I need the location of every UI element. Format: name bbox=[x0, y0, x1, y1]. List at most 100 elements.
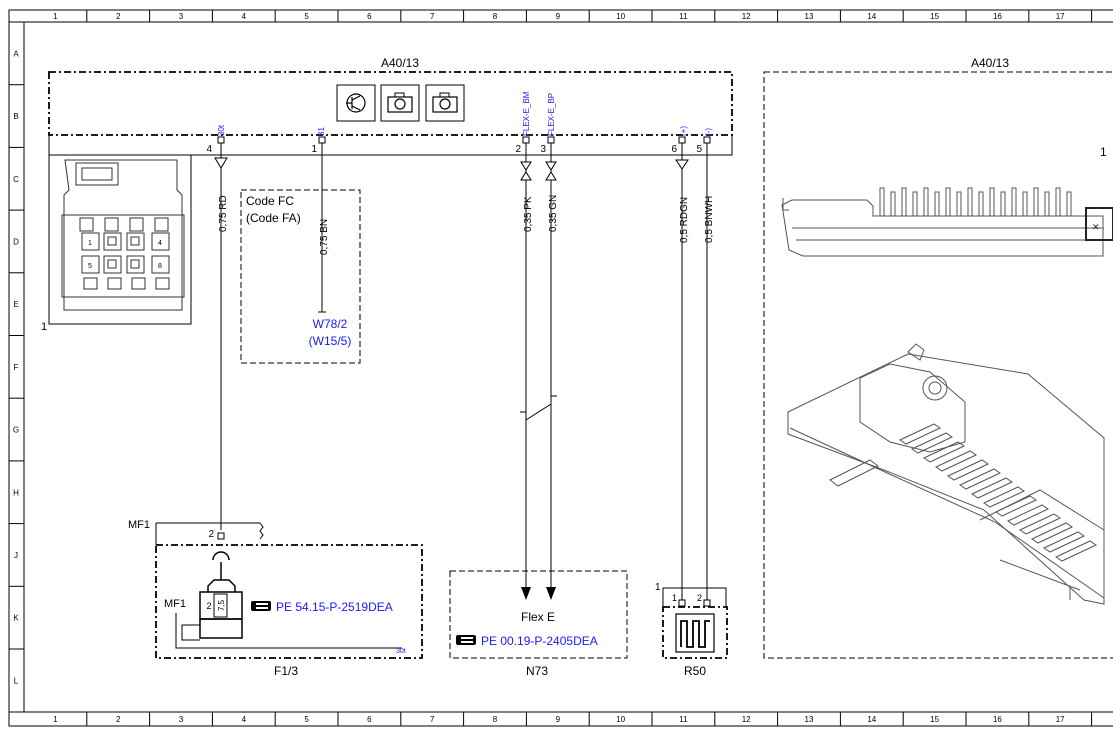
svg-text:✕: ✕ bbox=[1092, 223, 1100, 233]
mf-side-label: MF1 bbox=[164, 598, 186, 610]
grid-row-label: J bbox=[14, 551, 18, 560]
code-line-2: (Code FA) bbox=[246, 211, 301, 225]
wire-label: 0,5 BNWH bbox=[704, 196, 715, 243]
grid-column-label: 2 bbox=[116, 12, 121, 21]
twisted-pair-marker bbox=[520, 395, 557, 421]
pin-label-flex-bp: FLEX-E_BP bbox=[547, 93, 556, 136]
flex-sensor-reference-link[interactable]: PE 00.19-P-2405DEA bbox=[481, 634, 598, 648]
pin-number: 5 bbox=[696, 144, 702, 155]
grid-column-label: 7 bbox=[430, 12, 435, 21]
pin-label-31: 31 bbox=[317, 127, 326, 136]
grid-column-label: 4 bbox=[242, 12, 247, 21]
pin-number: 6 bbox=[671, 144, 677, 155]
wire-direction-arrow bbox=[214, 157, 228, 169]
wire-direction-arrow bbox=[520, 161, 532, 171]
connector-cell-label: 1 bbox=[88, 240, 92, 247]
grid-column-label: 13 bbox=[805, 715, 814, 724]
grid-column-label: 9 bbox=[556, 715, 561, 724]
flex-sensor-title: Flex E bbox=[521, 610, 555, 624]
code-line-1: Code FC bbox=[246, 194, 294, 208]
transistor-icon bbox=[336, 84, 376, 122]
heater-pin-1: 1 bbox=[672, 593, 677, 603]
wire-helper bbox=[526, 143, 552, 420]
grid-row-label: B bbox=[13, 112, 18, 121]
grid-row-label: F bbox=[14, 363, 19, 372]
grid-column-label: 13 bbox=[805, 12, 814, 21]
hand-pointer-icon bbox=[251, 601, 271, 611]
fuse-pin: 2 bbox=[208, 529, 214, 540]
fuse-terminal-line bbox=[175, 613, 402, 649]
grid-column-label: 15 bbox=[930, 715, 939, 724]
pin-label-flex-bm: FLEX-E_BM bbox=[522, 91, 531, 136]
wire-end-arrow bbox=[546, 587, 556, 600]
grid-column-label: 9 bbox=[556, 12, 561, 21]
connector-cell-label: 8 bbox=[158, 263, 162, 270]
wire-label: 0,35 PK bbox=[523, 196, 534, 232]
grid-column-label: 4 bbox=[242, 715, 247, 724]
camera-icon bbox=[425, 84, 465, 122]
pin-label-30t: 30t bbox=[217, 124, 226, 136]
connector-cell-label: 4 bbox=[158, 240, 162, 247]
heating-element-icon bbox=[675, 613, 715, 653]
grid-row-label: K bbox=[13, 614, 19, 623]
flex-sensor-name: N73 bbox=[526, 664, 548, 678]
camera-icon bbox=[380, 84, 420, 122]
grid-column-label: 11 bbox=[679, 12, 688, 21]
grid-column-label: 17 bbox=[1056, 715, 1065, 724]
grid-row-label: H bbox=[13, 488, 19, 497]
wire-label: 0,5 RDGN bbox=[679, 197, 690, 243]
fuse-symbol bbox=[181, 551, 243, 641]
grid-column-label: 1 bbox=[53, 12, 58, 21]
grid-column-label: 8 bbox=[493, 715, 498, 724]
pin-label-minus: (-) bbox=[704, 128, 713, 136]
pin-number: 3 bbox=[540, 144, 546, 155]
wire-label: 0,75 BN bbox=[319, 219, 330, 255]
heater-pin-contact bbox=[703, 599, 711, 607]
fuse-rating: 7,5 bbox=[217, 599, 226, 611]
heater-box bbox=[662, 606, 728, 659]
grid-column-label: 11 bbox=[679, 715, 688, 724]
grid-column-label: 17 bbox=[1056, 12, 1065, 21]
wire-direction-arrow bbox=[675, 159, 689, 170]
connector-cell-label: 5 bbox=[88, 263, 92, 270]
code-box bbox=[240, 189, 361, 364]
fuse-name: F1/3 bbox=[274, 664, 298, 678]
photo-title: A40/13 bbox=[971, 56, 1009, 70]
control-unit-side-view-image: ✕ bbox=[781, 187, 1113, 257]
grid-column-label: 8 bbox=[493, 12, 498, 21]
photo-pin-label: 1 bbox=[1100, 145, 1107, 159]
photo-panel-box bbox=[763, 71, 1113, 659]
grid-row-label: L bbox=[14, 676, 19, 685]
pin-label-plus: (+) bbox=[679, 126, 688, 136]
fuse-inner-pin: 2 bbox=[206, 601, 211, 611]
grid-column-label: 14 bbox=[867, 715, 876, 724]
fuse-terminal-label: 30t bbox=[396, 648, 406, 655]
module-title: A40/13 bbox=[381, 56, 419, 70]
pin-number: 1 bbox=[311, 144, 317, 155]
grid-column-label: 10 bbox=[616, 12, 625, 21]
grid-column-label: 14 bbox=[867, 12, 876, 21]
grid-column-label: 12 bbox=[742, 715, 751, 724]
grid-column-label: 2 bbox=[116, 715, 121, 724]
grid-column-label: 6 bbox=[367, 12, 372, 21]
grid-column-label: 16 bbox=[993, 715, 1002, 724]
fuse-bus-break bbox=[259, 522, 264, 540]
ground-ref-alt-link[interactable]: (W15/5) bbox=[309, 334, 352, 348]
grid-row-label: A bbox=[13, 49, 19, 58]
pin-number: 4 bbox=[206, 144, 212, 155]
connector-drawing bbox=[61, 159, 185, 311]
fuse-box bbox=[155, 544, 423, 659]
module-connector-outline bbox=[48, 135, 733, 156]
hand-pointer-icon bbox=[456, 635, 476, 645]
mf-top-label: MF1 bbox=[128, 519, 150, 531]
ground-ref-link[interactable]: W78/2 bbox=[313, 317, 348, 331]
grid-column-label: 1 bbox=[53, 715, 58, 724]
heater-connector-outline bbox=[662, 587, 727, 607]
connector-label: 1 bbox=[41, 321, 47, 333]
wire-direction-arrow bbox=[545, 171, 557, 181]
fuse-reference-link[interactable]: PE 54.15-P-2519DEA bbox=[276, 600, 393, 614]
flex-sensor-box bbox=[449, 570, 628, 659]
grid-column-label: 5 bbox=[304, 12, 309, 21]
